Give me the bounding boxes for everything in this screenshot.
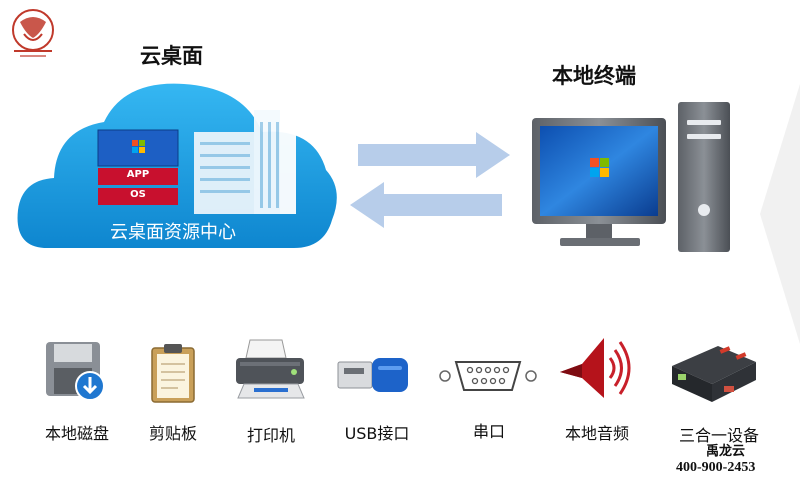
device-label-printer: 打印机 bbox=[246, 426, 295, 445]
device-label-serial: 串口 bbox=[472, 422, 505, 441]
device-label-usb: USB接口 bbox=[344, 424, 410, 443]
desktop-computer-icon bbox=[530, 100, 740, 260]
side-decoration bbox=[760, 84, 800, 344]
local-terminal-title: 本地终端 bbox=[552, 64, 636, 88]
cloud-graphic bbox=[14, 70, 344, 260]
disk-icon bbox=[44, 340, 110, 404]
device-label-disk: 本地磁盘 bbox=[44, 424, 109, 443]
arrow-right bbox=[358, 132, 510, 178]
usb-icon bbox=[336, 352, 414, 396]
brand-name: 禹龙云 bbox=[706, 443, 746, 458]
device-label-clipboard: 剪贴板 bbox=[148, 424, 197, 443]
arrow-left bbox=[350, 182, 502, 228]
brand-phone: 400-900-2453 bbox=[676, 460, 756, 475]
speaker-icon bbox=[556, 334, 632, 402]
app-label: APP bbox=[126, 169, 150, 180]
device-label-audio: 本地音频 bbox=[564, 424, 629, 443]
resource-center-label: 云桌面资源中心 bbox=[110, 222, 236, 243]
cloud-desktop-title: 云桌面 bbox=[140, 44, 203, 68]
printer-icon bbox=[232, 336, 310, 406]
device-label-3in1: 三合一设备 bbox=[678, 426, 759, 445]
clipboard-icon bbox=[148, 342, 198, 404]
device-box-icon bbox=[668, 338, 760, 406]
company-logo bbox=[4, 4, 62, 62]
os-label: OS bbox=[130, 189, 146, 200]
serial-port-icon bbox=[438, 356, 538, 396]
